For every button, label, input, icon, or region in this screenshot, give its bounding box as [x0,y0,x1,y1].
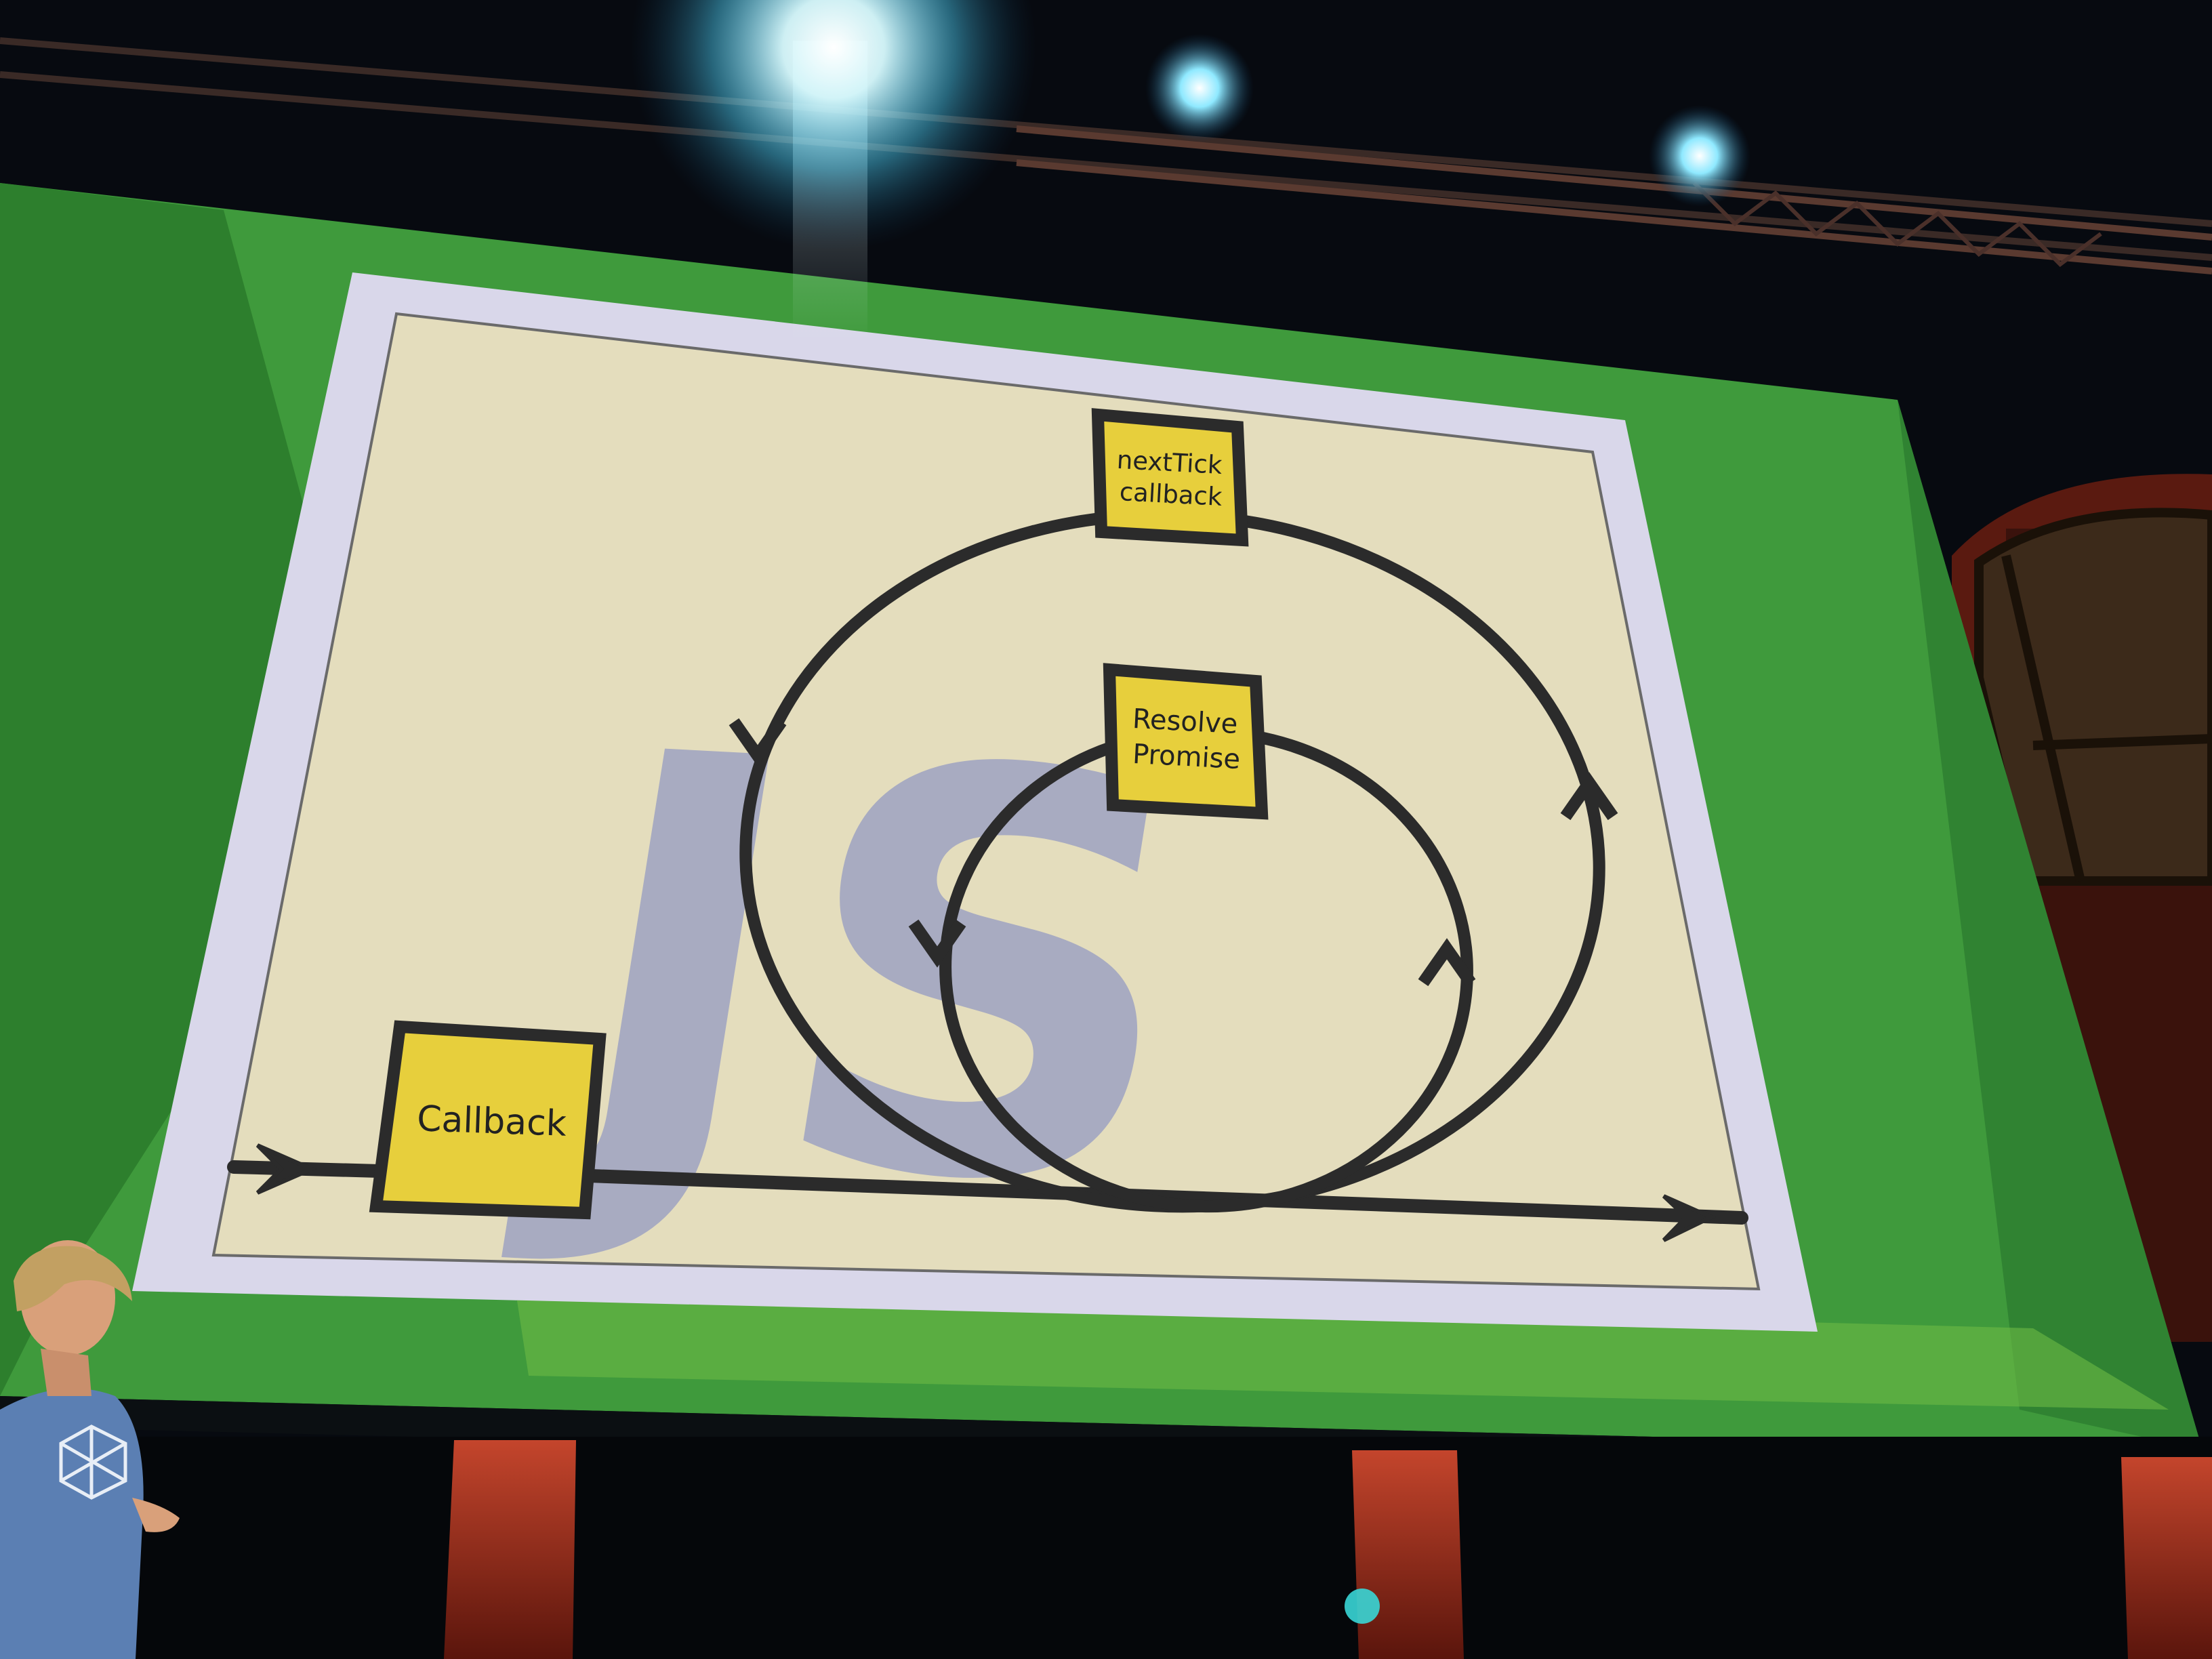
stage-light-icon [630,0,1037,251]
brick-pillar [444,1440,576,1659]
arrow-right-icon [255,1143,317,1195]
resolve-promise-box [1103,663,1269,820]
arrow-up-icon [1418,938,1476,987]
next-tick-box [1091,408,1249,547]
arrow-right-icon [1662,1194,1717,1242]
window-frame [1974,508,2212,886]
arrow-up-icon [1560,772,1618,821]
stage-light-icon [1345,1589,1380,1624]
next-tick-label-line1: nextTick [1116,445,1223,480]
brick-pillar [2121,1457,2212,1659]
screen-shade-left [0,183,380,1396]
stage-light-icon [1145,34,1254,142]
stage-floor-dark [0,1437,2212,1659]
callback-box [369,1020,607,1220]
presenter [0,1240,180,1659]
callback-label: Callback [416,1099,567,1145]
resolve-promise-label-line2: Promise [1132,739,1241,775]
resolve-promise-label-line1: Resolve [1132,703,1239,740]
arrow-down-icon [908,919,966,968]
truss-bracing [1692,181,2102,267]
brick-pillar [1352,1450,1464,1659]
arrow-down-icon [729,718,787,766]
next-tick-label-line2: callback [1119,477,1223,512]
screen-shade-right [1898,400,2203,1450]
stage-light-icon [1649,105,1750,207]
screen-highlight [515,1288,2169,1410]
truss [0,37,2212,274]
dodecahedron-logo-icon [59,1425,127,1500]
